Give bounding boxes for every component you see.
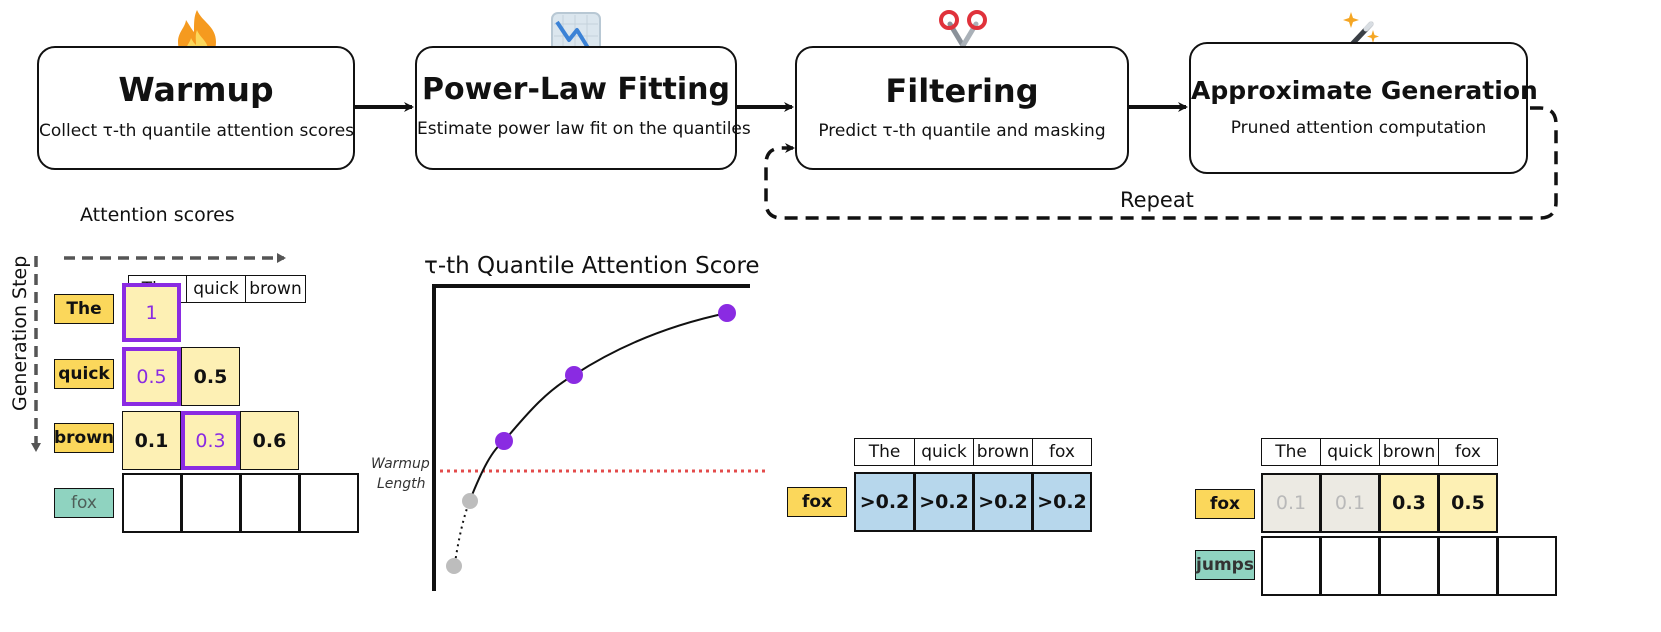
approx-gen-step-subtitle: Pruned attention computation — [1230, 118, 1487, 138]
approx-empty-cell — [1497, 536, 1557, 596]
filter-col-header-quick: quick — [914, 438, 974, 466]
approx-gen-step-title: Approximate Generation — [1191, 76, 1538, 105]
warmup-col-header-quick: quick — [186, 275, 246, 303]
repeat-label: Repeat — [1120, 188, 1194, 212]
filter-col-header-brown: brown — [973, 438, 1033, 466]
filtering-step-subtitle: Predict τ-th quantile and masking — [818, 121, 1106, 141]
warmup-empty-cell — [299, 473, 359, 533]
approx-col-header-quick: quick — [1320, 438, 1380, 466]
filter-threshold-cell: >0.2 — [854, 472, 915, 532]
axis-arrows — [31, 253, 286, 452]
power-law-step-subtitle: Estimate power law fit on the quantiles — [417, 119, 751, 139]
approx-row-token-fox: fox — [1195, 489, 1255, 519]
approx-empty-cell — [1379, 536, 1439, 596]
power-law-step-box: Power-Law Fitting Estimate power law fit… — [415, 46, 751, 170]
filter-row-token-fox: fox — [787, 487, 847, 517]
warmup-cell: 0.3 — [181, 411, 240, 470]
warmup-cell: 0.1 — [122, 411, 181, 470]
approx-col-header-fox: fox — [1438, 438, 1498, 466]
approx-col-header-brown: brown — [1379, 438, 1439, 466]
warmup-row-token-brown: brown — [54, 423, 114, 453]
power-law-fit-curve — [469, 312, 728, 501]
warmup-empty-cell — [240, 473, 300, 533]
filter-col-header-fox: fox — [1032, 438, 1092, 466]
curve-plot-title: τ-th Quantile Attention Score — [424, 253, 760, 279]
approx-kept-cell: 0.3 — [1379, 473, 1439, 533]
filter-threshold-cell: >0.2 — [914, 472, 974, 532]
quantile-point-purple — [495, 432, 513, 450]
pipeline-connectors — [355, 102, 1558, 220]
warmup-row-token-quick: quick — [54, 359, 114, 389]
approx-empty-cell — [1320, 536, 1380, 596]
approx-pruned-cell: 0.1 — [1320, 473, 1380, 533]
warmup-cell: 1 — [122, 283, 181, 342]
filter-threshold-cell: >0.2 — [973, 472, 1033, 532]
filter-threshold-cell: >0.2 — [1032, 472, 1092, 532]
attention-scores-axis-label: Attention scores — [80, 204, 235, 226]
warmup-length-label-line2: Length — [377, 476, 426, 492]
warmup-step-subtitle: Collect τ-th quantile attention scores — [39, 121, 355, 141]
approx-gen-step-box: Approximate Generation Pruned attention … — [1189, 42, 1538, 174]
quantile-point-purple — [565, 366, 583, 384]
approx-empty-cell — [1261, 536, 1321, 596]
approx-col-header-the: The — [1261, 438, 1321, 466]
approx-row-token-jumps: jumps — [1195, 550, 1255, 580]
warmup-row-token-the: The — [54, 294, 114, 324]
warmup-length-label-line1: Warmup — [371, 456, 430, 472]
approx-pruned-cell: 0.1 — [1261, 473, 1321, 533]
filtering-step-title: Filtering — [885, 72, 1039, 110]
warmup-cell: 0.6 — [240, 411, 299, 470]
warmup-row-token-fox: fox — [54, 488, 114, 518]
warmup-cell: 0.5 — [181, 347, 240, 406]
approx-kept-cell: 0.5 — [1438, 473, 1498, 533]
repeat-loop-arrow — [764, 106, 1558, 220]
quantile-point-gray — [462, 493, 478, 509]
warmup-step-title: Warmup — [118, 70, 274, 109]
quantile-point-purple — [718, 304, 736, 322]
filtering-step-box: Filtering Predict τ-th quantile and mask… — [795, 46, 1129, 170]
approx-empty-cell — [1438, 536, 1498, 596]
warmup-step-box: Warmup Collect τ-th quantile attention s… — [37, 46, 355, 170]
filter-col-header-the: The — [854, 438, 915, 466]
quantile-point-gray — [446, 558, 462, 574]
warmup-col-header-brown: brown — [245, 275, 306, 303]
warmup-cell: 0.5 — [122, 347, 181, 406]
power-law-step-title: Power-Law Fitting — [422, 72, 730, 107]
